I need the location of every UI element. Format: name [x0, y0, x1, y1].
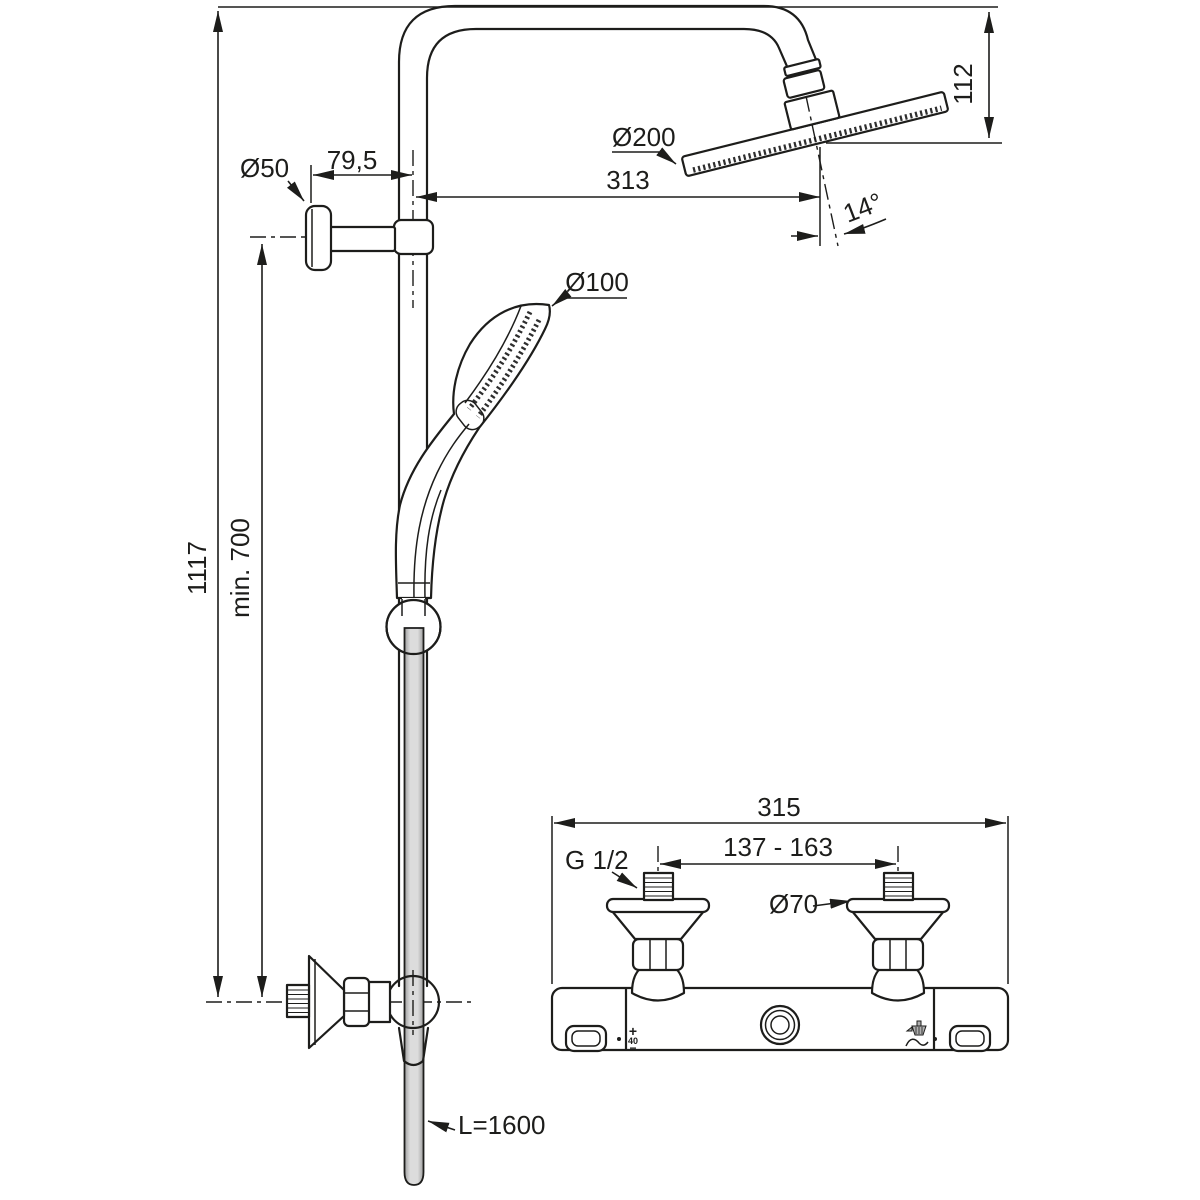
riser-pipe — [397, 4, 821, 988]
left-nut-facets — [649, 940, 667, 969]
right-escutcheon-cone — [850, 909, 946, 941]
elbow-thread-hatch — [287, 989, 309, 1014]
bottom-wall-elbow — [285, 954, 441, 1067]
handspray-nozzle-band-1 — [476, 318, 542, 419]
min-installation-height-label: min. 700 — [225, 518, 255, 618]
bracket-wall-flange — [304, 204, 333, 272]
inlet-center-distance-label: 137 - 163 — [723, 832, 833, 862]
mixer-body — [550, 986, 1010, 1052]
wall-bracket — [250, 204, 435, 272]
overhead-diameter-leader — [612, 147, 677, 165]
slider-holder-outline — [385, 598, 442, 656]
head-wall-distance-label: 313 — [606, 165, 649, 195]
elbow-thread — [285, 983, 311, 1019]
temp-plus-label: + — [629, 1023, 637, 1039]
temp-value-label: 40 — [628, 1036, 638, 1046]
inlet-thread-leader — [611, 871, 638, 889]
escutcheon-diameter-leader — [812, 898, 852, 909]
shower-head-icon — [905, 1020, 927, 1036]
hand-shower — [394, 302, 551, 600]
elbow-nut-facets — [344, 992, 369, 1012]
handspray-diameter-label: Ø100 — [565, 267, 629, 297]
dim-315-extensions — [551, 816, 1009, 984]
diverter-symbols — [905, 1020, 937, 1047]
temp-index-dot — [617, 1037, 621, 1041]
right-nut — [871, 937, 925, 972]
right-nut-facets — [889, 940, 907, 969]
temperature-handle-grip — [564, 1024, 608, 1053]
mixer-overall-width-label: 315 — [757, 792, 800, 822]
wall-bracket-offset-label: 79,5 — [327, 145, 378, 175]
overhead-arm-ring — [783, 58, 822, 77]
flow-index-dot — [933, 1037, 937, 1041]
handle-contour-2 — [424, 489, 442, 599]
bracket-pipe-clamp — [392, 218, 435, 256]
mixer-right-inlet — [845, 871, 951, 1002]
handle-contour-1 — [413, 423, 470, 599]
overhead-joint-collar — [782, 69, 826, 99]
handspray-plate-edge — [455, 399, 485, 431]
thermostatic-mixer: 315 137 - 163 G 1/2 Ø70 — [550, 792, 1010, 1055]
hose-length-label: L=1600 — [458, 1110, 545, 1140]
temperature-scale: + 40 − — [617, 1023, 638, 1055]
temp-minus-label: − — [629, 1041, 636, 1055]
mixer-left-inlet — [605, 871, 711, 1002]
face-inner-contour — [464, 305, 522, 404]
overhead-nozzle-face — [692, 105, 943, 173]
elbow-hex-nut — [342, 976, 371, 1028]
shower-hose — [403, 627, 425, 1186]
escutcheon-diameter-label: Ø70 — [769, 889, 818, 919]
left-thread-hatch — [644, 877, 673, 897]
inlet-thread-size-label: G 1/2 — [565, 845, 629, 875]
flow-handle-grip — [948, 1024, 992, 1053]
right-thread-hatch — [884, 877, 913, 897]
left-escutcheon-cone — [610, 909, 706, 941]
overhead-diameter-label: Ø200 — [612, 122, 676, 152]
slider-notch — [402, 598, 425, 616]
wall-bracket-diameter-leader — [286, 180, 305, 202]
wave-icon — [905, 1038, 929, 1047]
angle-arc — [843, 218, 887, 235]
left-nut — [631, 937, 685, 972]
overall-height-label: 1117 — [182, 541, 212, 595]
bracket-stem — [328, 225, 397, 253]
handspray-diameter-leader — [551, 288, 627, 307]
head-height-drop-label: 112 — [948, 63, 978, 104]
elbow-cylinder — [366, 980, 392, 1024]
hose-clamp-cradle — [397, 1026, 430, 1067]
center-rosette — [759, 1004, 801, 1046]
wall-bracket-diameter-label: Ø50 — [240, 153, 289, 183]
handspray-nozzle-band-2 — [467, 310, 533, 411]
hose-length-leader — [427, 1120, 456, 1133]
head-tilted-axis — [805, 95, 839, 247]
overhead-joint-block — [783, 89, 841, 131]
